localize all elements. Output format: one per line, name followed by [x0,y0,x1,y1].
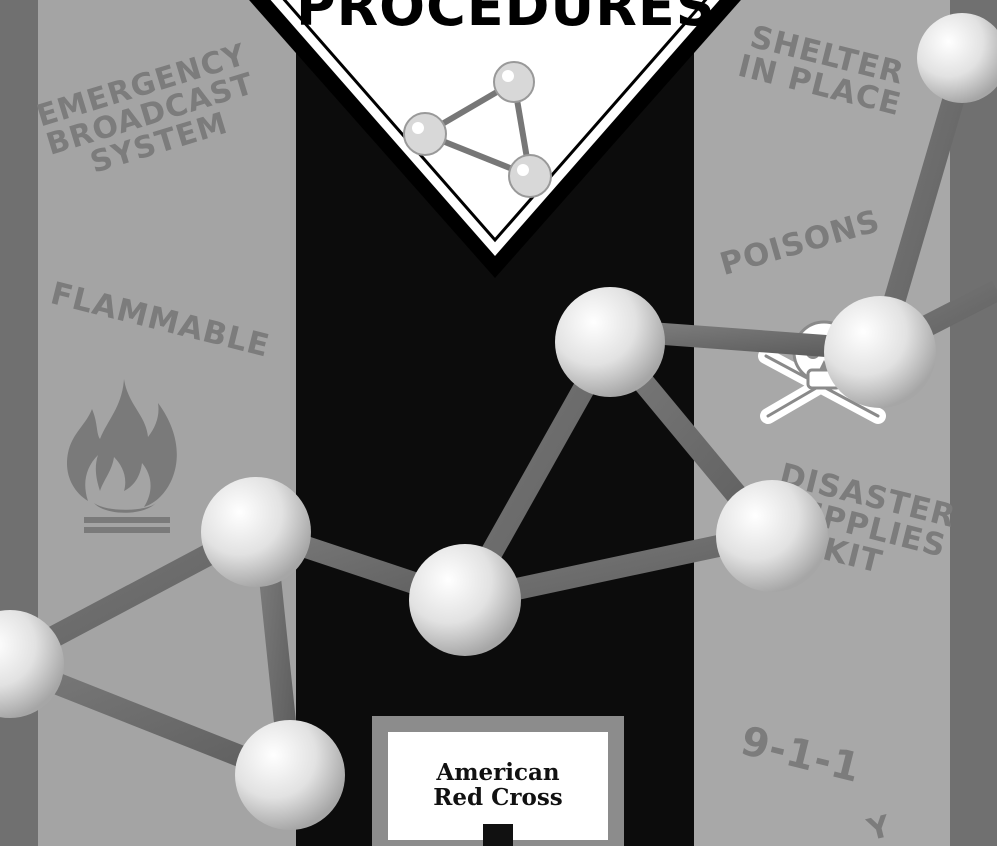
right-edge-band [950,0,997,846]
publisher-badge: American Red Cross [372,716,624,846]
publisher-badge-inner: American Red Cross [388,732,608,846]
red-cross-icon [483,824,513,846]
publisher-name-line-1: American [436,759,560,786]
publisher-name-line-2: Red Cross [433,784,563,811]
flame-icon [66,379,177,533]
cover-title: PROCEDURES [296,0,716,38]
